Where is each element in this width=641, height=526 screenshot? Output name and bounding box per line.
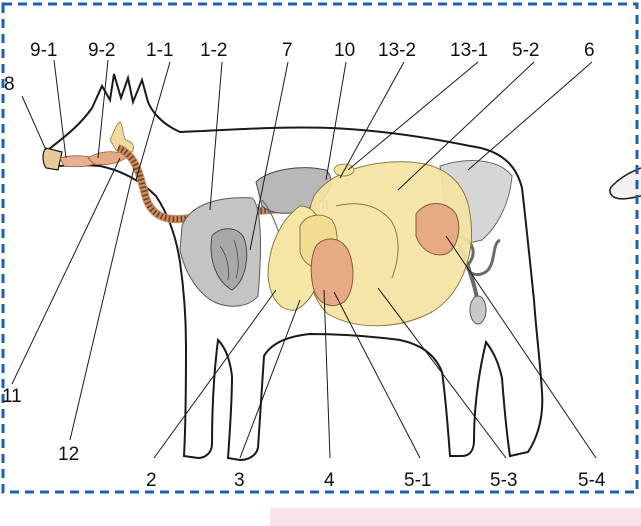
- bottom-strip: [270, 508, 641, 526]
- label-5-2: 5-2: [512, 40, 539, 61]
- label-12: 12: [58, 444, 79, 465]
- label-6: 6: [584, 40, 595, 61]
- leader-6: [468, 62, 592, 170]
- leader-5-3: [378, 288, 506, 458]
- label-5-3: 5-3: [490, 470, 517, 491]
- label-8: 8: [4, 74, 15, 95]
- label-5-4: 5-4: [578, 470, 606, 491]
- leader-13-2: [340, 62, 404, 178]
- label-9-1: 9-1: [30, 40, 57, 61]
- leader-7: [250, 62, 288, 250]
- label-13-2: 13-2: [378, 40, 416, 61]
- leader-2: [154, 290, 276, 458]
- nose: [43, 148, 62, 170]
- label-7: 7: [282, 40, 293, 61]
- leader-9-2: [98, 60, 108, 158]
- leader-12: [70, 168, 134, 440]
- label-9-2: 9-2: [88, 40, 115, 61]
- leader-3: [240, 300, 300, 458]
- label-10: 10: [334, 40, 355, 61]
- leader-5-4: [446, 236, 596, 458]
- leader-4: [324, 290, 330, 458]
- abomasum: [311, 239, 353, 306]
- label-1-2: 1-2: [200, 40, 227, 61]
- leader-8: [22, 96, 46, 150]
- leader-1-2: [210, 62, 222, 210]
- label-1-1: 1-1: [146, 40, 173, 61]
- leader-11: [12, 158, 120, 384]
- label-3: 3: [234, 470, 245, 491]
- label-13-1: 13-1: [450, 40, 488, 61]
- label-2: 2: [146, 470, 157, 491]
- label-4: 4: [324, 470, 335, 491]
- bladder: [470, 296, 486, 324]
- cecum: [416, 204, 459, 255]
- leader-13-1: [348, 62, 478, 170]
- label-11: 11: [2, 386, 22, 407]
- label-5-1: 5-1: [404, 470, 431, 491]
- leader-10: [326, 62, 346, 180]
